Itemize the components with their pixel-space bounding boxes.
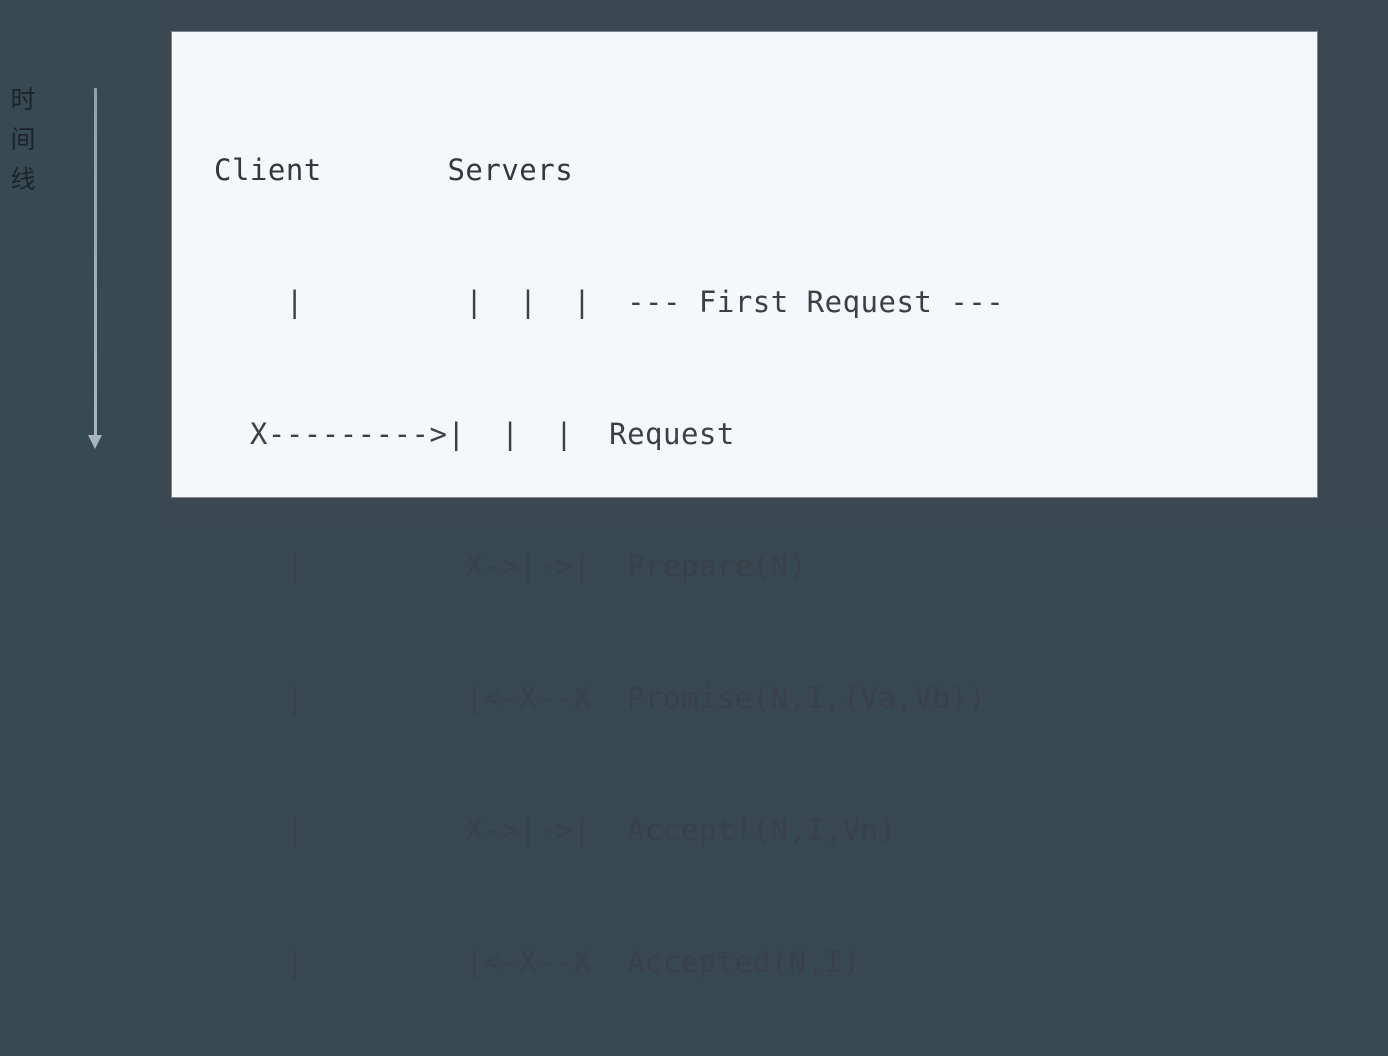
diagram-line-accept: | X->|->| Accept!(N,I,Vn) (214, 813, 897, 847)
diagram-panel: Client Servers | | | | --- First Request… (172, 32, 1317, 979)
timeline-label: 时 间 线 (6, 80, 40, 200)
diagram-line-accepted: | |<-X--X Accepted(N,I) (214, 945, 861, 979)
timeline-label-char-3: 线 (10, 165, 36, 194)
ascii-sequence-diagram: Client Servers | | | | --- First Request… (214, 60, 1004, 1056)
diagram-line-request: X--------->| | | Request (214, 417, 735, 451)
timeline-arrow-icon (88, 435, 102, 449)
background-band-left (0, 0, 158, 528)
diagram-line-promise: | |<-X--X Promise(N,I,{Va,Vb}) (214, 681, 987, 715)
timeline-annotation (44, 80, 154, 460)
diagram-line-title: | | | | --- First Request --- (214, 285, 1005, 319)
timeline-axis-line (94, 88, 97, 440)
timeline-label-char-1: 时 (10, 85, 36, 114)
diagram-line-header: Client Servers (214, 153, 574, 187)
diagram-line-prepare: | X->|->| Prepare(N) (214, 549, 807, 583)
timeline-label-char-2: 间 (10, 125, 36, 154)
